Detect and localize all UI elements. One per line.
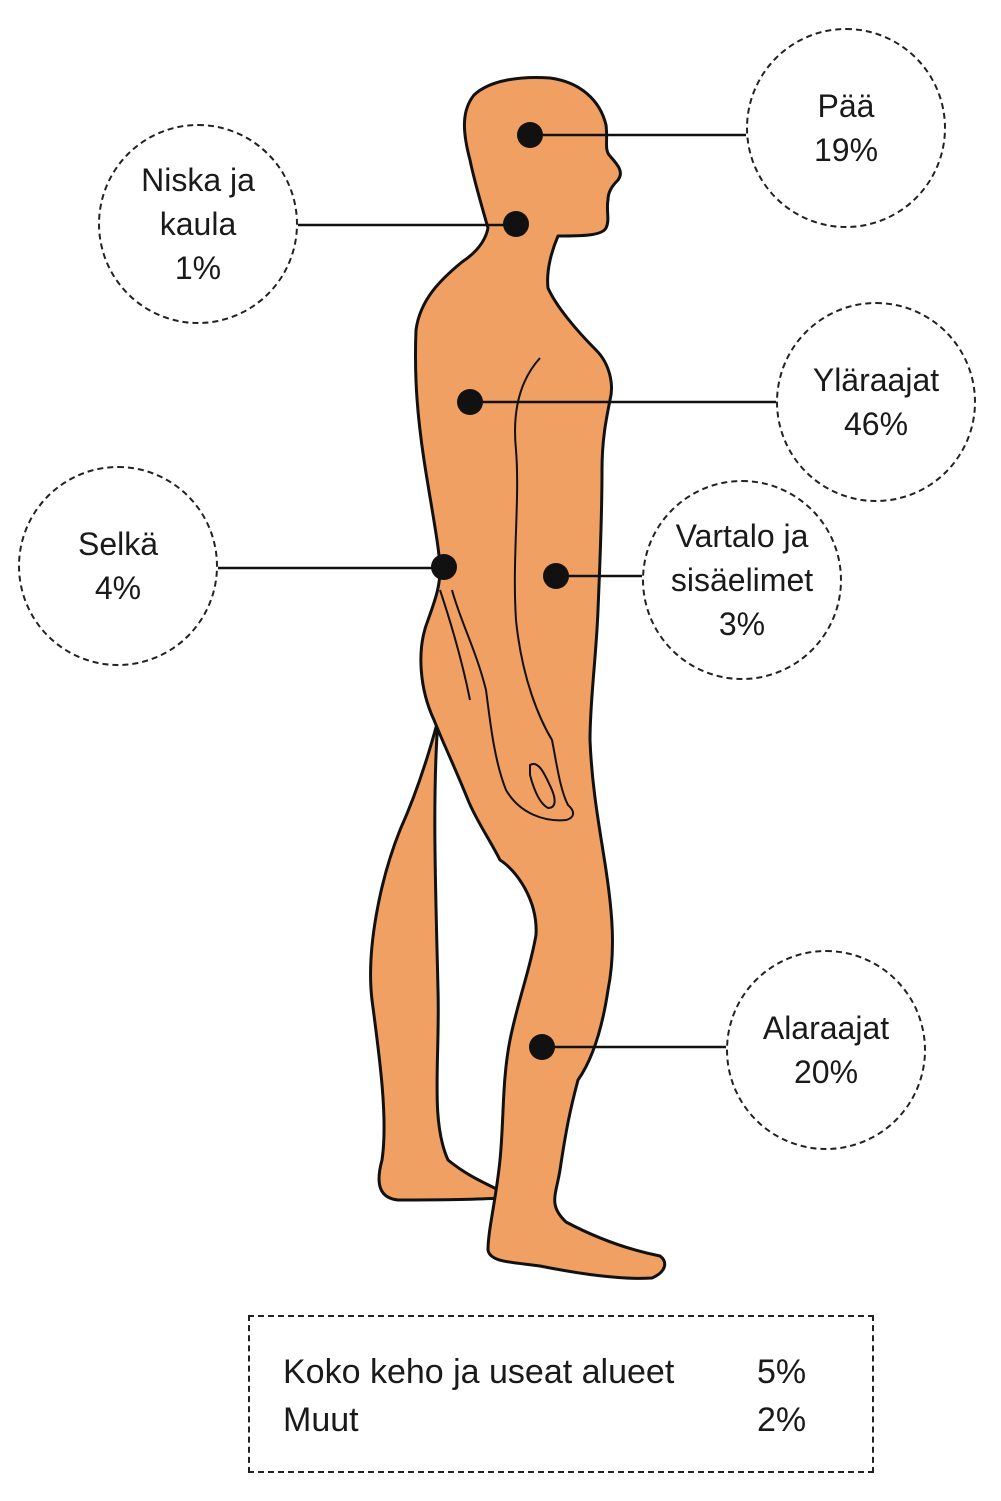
- thumb-outline: [529, 762, 556, 810]
- connector-lines: [218, 133, 776, 1049]
- vartalo-value: 3%: [718, 606, 766, 642]
- legend-label: Koko keho ja useat alueet: [283, 1353, 675, 1391]
- bubble-paa: Pää 19%: [746, 28, 946, 228]
- legend-value: 2%: [757, 1401, 807, 1439]
- dot-selka: [431, 554, 457, 580]
- vartalo-label-1: Vartalo ja: [675, 518, 809, 554]
- bubble-selka: Selkä 4%: [18, 466, 218, 666]
- other-categories-box: Koko keho ja useat alueet 5% Muut 2%: [248, 1315, 874, 1473]
- marker-dots: [431, 122, 569, 1060]
- legend-value: 5%: [757, 1353, 807, 1391]
- dot-ylaraajat: [457, 389, 483, 415]
- paa-label: Pää: [817, 88, 875, 124]
- niska-value: 1%: [174, 250, 222, 286]
- bubble-alaraajat: Alaraajat 20%: [726, 950, 926, 1150]
- paa-value: 19%: [813, 132, 879, 168]
- dot-paa: [517, 122, 543, 148]
- legend-label: Muut: [283, 1401, 359, 1439]
- selka-value: 4%: [94, 570, 142, 606]
- alaraajat-value: 20%: [793, 1054, 859, 1090]
- far-leg-shape: [369, 718, 502, 1202]
- niska-label-1: Niska ja: [141, 162, 255, 198]
- bubble-vartalo: Vartalo ja sisäelimet 3%: [642, 480, 842, 680]
- ylaraajat-value: 46%: [843, 406, 909, 442]
- arm-outline: [451, 357, 574, 822]
- ylaraajat-label: Yläraajat: [812, 362, 940, 398]
- alaraajat-label: Alaraajat: [762, 1010, 890, 1046]
- hip-outline: [439, 589, 471, 701]
- dot-niska: [503, 211, 529, 237]
- niska-label-2: kaula: [159, 206, 237, 242]
- main-body-shape: [413, 76, 667, 1280]
- selka-label: Selkä: [77, 526, 159, 562]
- bubble-ylaraajat: Yläraajat 46%: [776, 302, 976, 502]
- dot-alaraajat: [529, 1034, 555, 1060]
- bubble-niska: Niska ja kaula 1%: [98, 124, 298, 324]
- dot-vartalo: [543, 563, 569, 589]
- vartalo-label-2: sisäelimet: [670, 562, 814, 598]
